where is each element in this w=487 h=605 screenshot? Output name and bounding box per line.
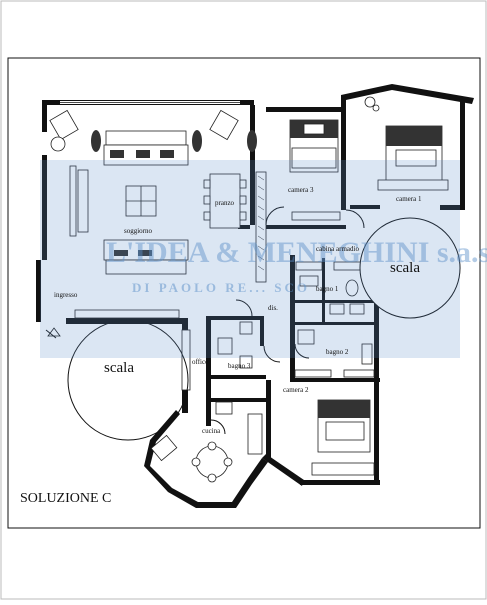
label-camera1: camera 1 — [396, 195, 422, 203]
furniture — [49, 96, 449, 483]
label-office: office — [192, 358, 208, 366]
label-dis: dis. — [268, 304, 278, 312]
label-cucina: cucina — [202, 427, 221, 435]
wardrobes — [74, 171, 375, 476]
label-camera2: camera 2 — [283, 386, 309, 394]
label-bagno1: bagno 1 — [316, 285, 339, 293]
plan-title: SOLUZIONE C — [20, 491, 111, 506]
label-scala-right: scala — [390, 260, 420, 276]
plan-frame — [7, 57, 481, 529]
label-cabina-armadio: cabina armadio — [316, 245, 359, 253]
label-scala-left: scala — [104, 360, 134, 376]
stair-right-circle — [359, 217, 461, 319]
watermark-line1: L'IDEA & MENEGHINI s.a.s. — [106, 236, 487, 269]
label-soggiorno: soggiorno — [124, 227, 153, 235]
stair-left-circle — [67, 319, 189, 441]
watermark: L'IDEA & MENEGHINI s.a.s. DI PAOLO RE...… — [40, 160, 487, 358]
label-bagno3: bagno 3 — [228, 362, 251, 370]
label-ingresso: ingresso — [54, 291, 78, 299]
room-labels: soggiorno pranzo ingresso camera 3 camer… — [54, 186, 422, 435]
watermark-band — [40, 160, 460, 358]
label-pranzo: pranzo — [215, 199, 235, 207]
watermark-line2: DI PAOLO RE... SCO — [132, 280, 310, 295]
interior-walls — [211, 225, 375, 402]
label-bagno2: bagno 2 — [326, 348, 349, 356]
exterior-walls — [36, 84, 474, 508]
doors — [45, 206, 365, 435]
label-camera3: camera 3 — [288, 186, 314, 194]
